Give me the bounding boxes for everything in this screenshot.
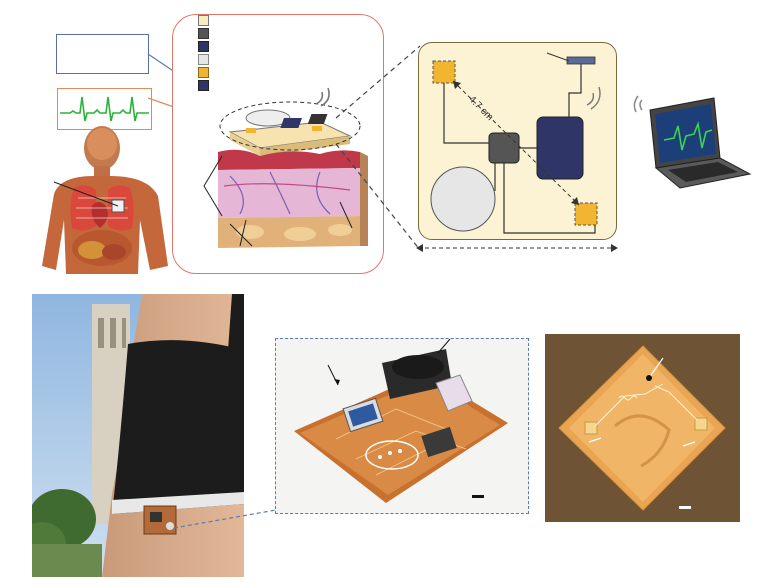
flexible-circuit-photo <box>275 338 529 514</box>
small-ic-chip <box>488 132 520 164</box>
legend-swatch-2 <box>198 28 209 39</box>
human-torso-icon <box>42 126 168 274</box>
empty-label-box <box>56 34 149 74</box>
stretchable-electrode-photo <box>545 334 740 522</box>
legend-swatch-4 <box>198 54 209 65</box>
width-dimension-arrow <box>416 244 618 252</box>
scale-bar <box>679 506 691 509</box>
legend-swatch-3 <box>198 41 209 52</box>
connector-strip <box>566 56 596 65</box>
human-torso-illustration <box>40 124 175 274</box>
legend-swatch-5 <box>198 67 209 78</box>
electrode-pad-bottom <box>574 202 598 226</box>
scale-bar <box>472 495 484 498</box>
laptop-icon <box>628 92 753 192</box>
zoom-connector-lines <box>335 45 421 251</box>
battery-cell <box>430 166 496 232</box>
circuit-block-diagram <box>418 42 617 240</box>
photo-connector-line <box>173 509 277 529</box>
component-legend <box>198 15 210 91</box>
skin-layers-illustration <box>200 96 370 256</box>
legend-swatch-6 <box>198 80 209 91</box>
wireless-signal-icon <box>633 95 639 113</box>
ecg-waveform-icon <box>60 96 149 122</box>
ecg-waveform-box <box>57 88 152 130</box>
legend-swatch-1 <box>198 15 209 26</box>
radio-ic-chip <box>536 116 584 180</box>
bra-worn-device-photo <box>32 294 244 577</box>
electrode-pad-top <box>432 60 456 84</box>
wireless-signal-icon <box>315 87 330 107</box>
